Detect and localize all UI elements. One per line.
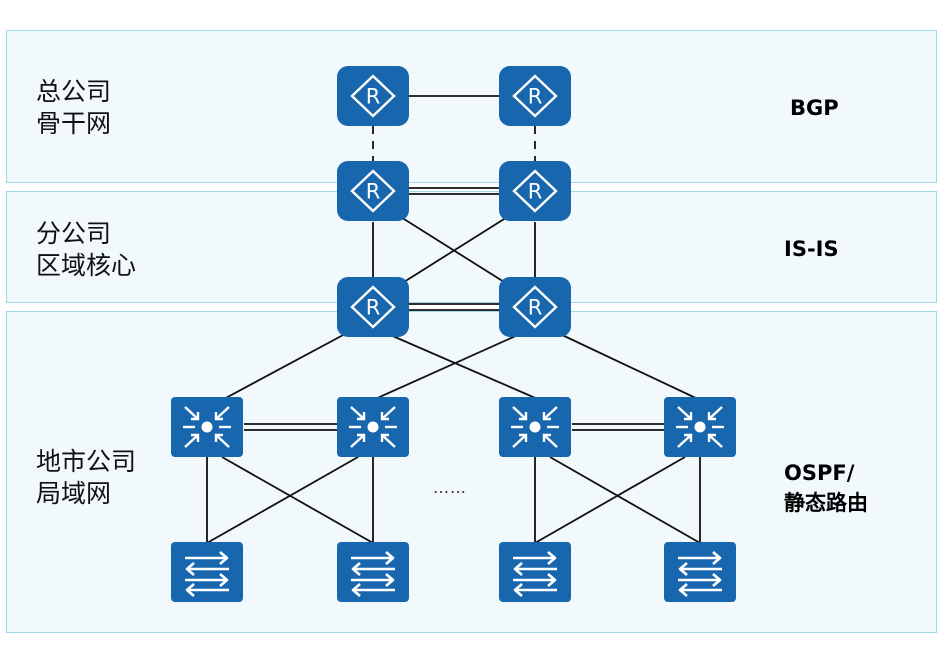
protocol-label-line: OSPF/	[784, 461, 855, 485]
router-icon	[497, 64, 573, 128]
zone-label-line: 区域核心	[36, 251, 137, 280]
protocol-label-line: IS-IS	[784, 237, 839, 261]
access-switch-icon	[169, 540, 245, 604]
link	[206, 456, 359, 544]
protocol-label-branch: IS-IS	[784, 234, 839, 264]
zone-label-line: 分公司	[36, 219, 112, 248]
zone-city-lan	[6, 311, 937, 633]
ellipsis-more-devices: ……	[433, 478, 467, 497]
router-icon	[497, 159, 573, 223]
link	[549, 456, 701, 544]
link	[534, 456, 686, 544]
link	[559, 333, 701, 401]
zone-branch-core	[6, 191, 937, 303]
protocol-label-hq: BGP	[790, 93, 839, 123]
core-switch-icon	[497, 395, 573, 459]
zone-label-line: 地市公司	[36, 447, 137, 476]
core-switch-icon	[662, 395, 738, 459]
router-icon	[335, 275, 411, 339]
link	[221, 333, 346, 401]
protocol-label-city: OSPF/ 静态路由	[784, 458, 868, 518]
core-switch-icon	[169, 395, 245, 459]
links	[206, 95, 701, 544]
zone-label-line: 骨干网	[36, 109, 112, 138]
protocol-label-line: 静态路由	[784, 491, 868, 515]
link	[395, 213, 513, 288]
access-switch-icon	[662, 540, 738, 604]
access-switch-icon	[497, 540, 573, 604]
access-switch-icon	[335, 540, 411, 604]
zone-label-line: 局域网	[36, 479, 112, 508]
zone-label-hq: 总公司 骨干网	[36, 76, 111, 140]
zone-label-branch: 分公司 区域核心	[36, 218, 136, 282]
link	[372, 333, 521, 401]
router-icon	[335, 64, 411, 128]
router-icon	[335, 159, 411, 223]
zone-hq-backbone	[6, 30, 937, 183]
protocol-label-line: BGP	[790, 96, 839, 120]
zone-label-line: 总公司	[36, 77, 112, 106]
router-icon	[497, 275, 573, 339]
zone-label-city: 地市公司 局域网	[36, 446, 136, 510]
link	[221, 456, 374, 544]
link	[387, 333, 541, 401]
core-switch-icon	[335, 395, 411, 459]
